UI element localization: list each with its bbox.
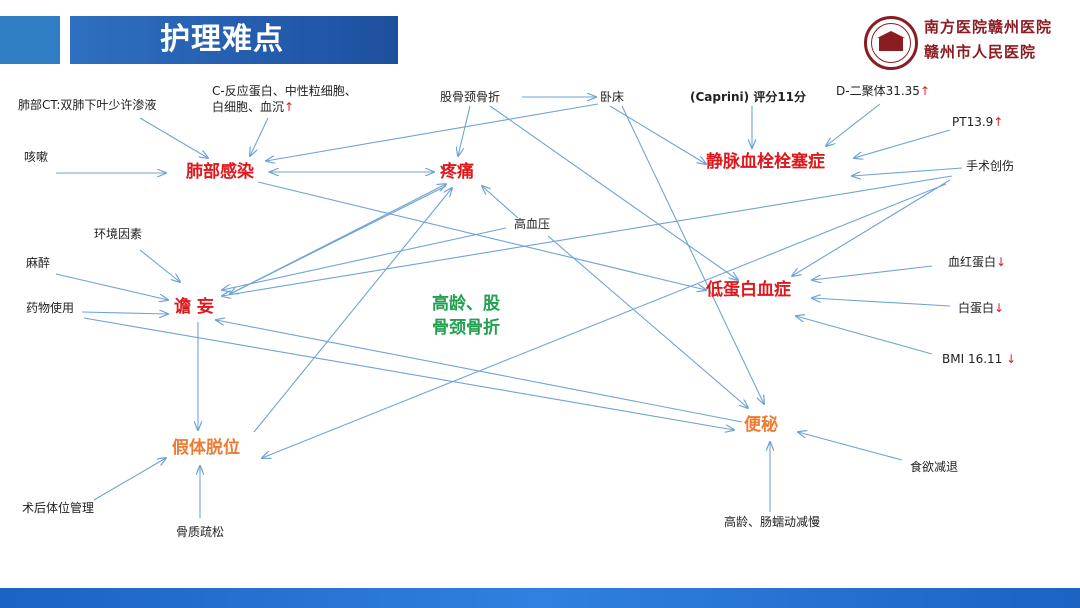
link-htn-constipation [547, 235, 748, 408]
link-delirium-pain [229, 184, 446, 295]
link-drug-delirium [81, 312, 168, 314]
link-env-delirium [139, 249, 180, 282]
link-hip-pain [458, 105, 471, 156]
link-wound-delirium [222, 175, 953, 296]
factor-albumin: 白蛋白 [958, 301, 995, 315]
link-constipation-delirium [216, 320, 743, 423]
factor-appetite: 食欲减退 [910, 460, 959, 474]
header-accent-block [0, 16, 60, 64]
header-title-bar [70, 16, 398, 64]
link-ddimer-vte [826, 103, 881, 146]
arrow-down-icon: ↓ [996, 255, 1007, 269]
central-theme: 高龄、股 骨颈骨折 [432, 292, 500, 340]
logo-building [879, 37, 903, 51]
link-bed-vte [609, 105, 706, 164]
link-htn-delirium [222, 227, 507, 290]
link-dislocation-pain [253, 188, 452, 433]
factor-crp-line2: 白细胞、血沉 [212, 100, 285, 114]
factor-caprini: (Caprini) 评分11分 [690, 90, 807, 104]
link-wound-hypoprotein [792, 179, 951, 276]
link-posture-dislocation [93, 458, 166, 501]
logo-roof [877, 31, 905, 38]
footer-bar [0, 588, 1080, 608]
factor-posture-mgmt: 术后体位管理 [22, 501, 95, 515]
link-hip-hypoprotein [489, 105, 738, 280]
factor-bmi-wrap: BMI 16.11 ↓ [942, 351, 1016, 367]
link-crp-lung [250, 117, 269, 156]
problem-dislocation: 假体脱位 [172, 438, 240, 458]
factor-lung-ct: 肺部CT:双肺下叶少许渗液 [18, 98, 157, 112]
factor-drug-use: 药物使用 [26, 301, 75, 315]
arrow-up-icon: ↑ [993, 115, 1004, 129]
central-theme-line2: 骨颈骨折 [432, 318, 500, 338]
factor-d-dimer-wrap: D-二聚体31.35↑ [836, 83, 930, 99]
link-lung-hypoprotein [257, 181, 706, 290]
factor-surgical-wound: 手术创伤 [966, 159, 1015, 173]
factor-bmi: BMI 16.11 [942, 352, 1003, 366]
link-pt-vte [854, 129, 951, 158]
link-hb-hypoprotein [812, 265, 933, 280]
factor-bed-rest: 卧床 [600, 90, 625, 104]
factor-hypertension: 高血压 [514, 217, 551, 231]
problem-constipation: 便秘 [744, 415, 778, 435]
central-theme-line1: 高龄、股 [432, 294, 500, 314]
link-bed-constipation [621, 105, 764, 404]
problem-delirium: 谵 妄 [174, 297, 214, 317]
factor-hemoglobin: 血红蛋白 [948, 255, 997, 269]
factor-pt: PT13.9 [952, 115, 994, 129]
link-appetite-constipation [798, 432, 903, 461]
factor-anesthesia: 麻醉 [26, 256, 51, 270]
factor-hip-fracture: 股骨颈骨折 [440, 90, 501, 104]
factor-elderly-motility: 高龄、肠蠕动减慢 [724, 515, 821, 529]
problem-pain: 疼痛 [440, 162, 474, 182]
factor-pt-wrap: PT13.9↑ [952, 114, 1003, 130]
problem-vte: 静脉血栓栓塞症 [706, 152, 825, 172]
link-htn-pain [482, 186, 519, 219]
factor-environment: 环境因素 [94, 227, 143, 241]
link-anesthesia-delirium [55, 273, 168, 300]
page-title: 护理难点 [160, 22, 284, 57]
link-wound-dislocation [262, 183, 947, 458]
problem-hypoproteinemia: 低蛋白血症 [706, 280, 791, 300]
factor-cough: 咳嗽 [24, 150, 49, 164]
factor-albumin-wrap: 白蛋白↓ [958, 300, 1004, 316]
factor-d-dimer: D-二聚体31.35 [836, 84, 920, 98]
hospital-name-2: 赣州市人民医院 [924, 43, 1037, 61]
arrow-up-icon: ↑ [284, 100, 295, 114]
link-lungct-lung [139, 117, 208, 158]
arrow-up-icon: ↑ [919, 84, 930, 98]
link-bmi-hypoprotein [796, 316, 933, 355]
problem-lung-infection: 肺部感染 [186, 162, 254, 182]
logo-ring [871, 23, 911, 63]
factor-osteoporosis: 骨质疏松 [176, 525, 225, 539]
link-drug-constipation [83, 317, 734, 430]
hospital-name-1: 南方医院赣州医院 [924, 18, 1053, 36]
link-wound-vte [852, 167, 963, 176]
link-albumin-hypoprotein [812, 298, 951, 307]
factor-crp-line1: C-反应蛋白、中性粒细胞、 [212, 84, 357, 98]
hospital-logo-icon [864, 16, 918, 70]
factor-hemoglobin-wrap: 血红蛋白↓ [948, 254, 1006, 270]
factor-crp-line2-wrap: 白细胞、血沉↑ [212, 99, 294, 115]
link-bed-lung [266, 103, 599, 161]
arrow-down-icon: ↓ [994, 301, 1005, 315]
arrow-down-icon: ↓ [1006, 352, 1017, 366]
